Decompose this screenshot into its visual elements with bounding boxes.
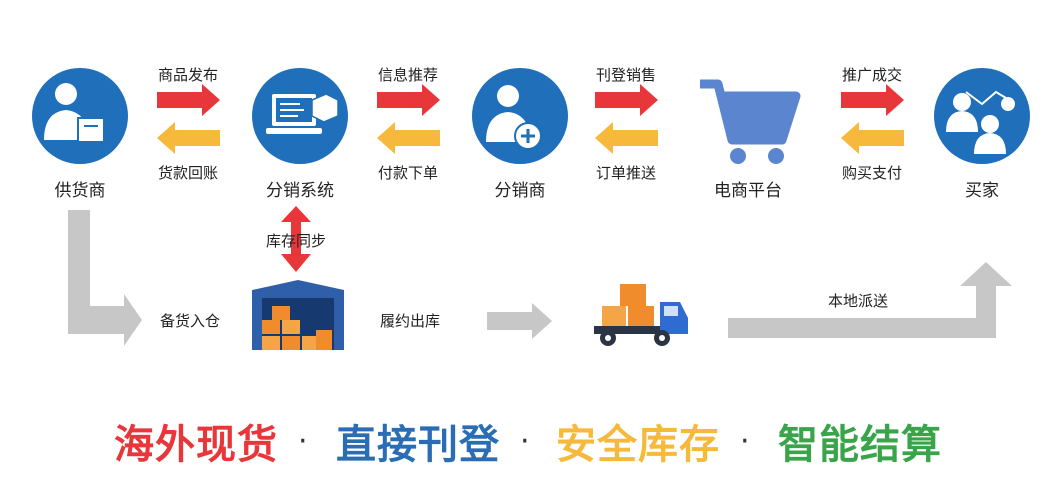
edge-pay-order-label: 付款下单 — [377, 164, 438, 182]
local-delivery-arrow — [728, 262, 1012, 338]
distribution-system-icon — [252, 68, 348, 164]
edge-promote-deal-label: 推广成交 — [841, 66, 902, 84]
edge-order-push-label: 订单推送 — [595, 164, 656, 182]
slogan-separator-3: · — [740, 424, 750, 459]
edge-inventory-sync-label: 库存同步 — [265, 232, 326, 250]
red-arrow-2 — [377, 84, 440, 116]
slogan-smart-settlement: 智能结算 — [778, 422, 942, 468]
edge-info-push-label: 信息推荐 — [377, 66, 438, 84]
edge-product-release-label: 商品发布 — [157, 66, 218, 84]
supplier-icon — [32, 68, 128, 164]
edge-listing-sale-label: 刊登销售 — [595, 66, 656, 84]
stock-in-arrow — [68, 210, 142, 346]
flow-fulfill-out-label: 履约出库 — [380, 312, 441, 330]
yellow-arrow-3 — [595, 122, 658, 154]
slogan-safe-inventory: 安全库存 — [556, 422, 720, 468]
node-distribution-system-label: 分销系统 — [266, 181, 334, 201]
fulfill-out-arrow — [487, 303, 552, 339]
edge-payment-return-label: 货款回账 — [157, 164, 218, 182]
warehouse-icon — [252, 280, 344, 350]
inventory-sync-arrow — [281, 206, 311, 272]
slogan-separator-1: · — [298, 424, 308, 459]
truck-icon — [594, 284, 688, 346]
edge-buy-pay-label: 购买支付 — [841, 164, 902, 182]
node-supplier-label: 供货商 — [54, 181, 106, 201]
yellow-arrow-1 — [157, 122, 220, 154]
node-ecommerce-platform-label: 电商平台 — [714, 181, 782, 201]
red-arrow-3 — [595, 84, 658, 116]
slogan-direct-listing: 直接刊登 — [336, 422, 500, 468]
yellow-arrow-2 — [377, 122, 440, 154]
red-arrow-1 — [157, 84, 220, 116]
node-buyer-label: 买家 — [965, 181, 999, 201]
flow-local-delivery-label: 本地派送 — [828, 292, 889, 310]
node-distributor-label: 分销商 — [494, 181, 546, 201]
flow-stock-in-label: 备货入仓 — [160, 312, 221, 330]
red-arrow-4 — [841, 84, 904, 116]
slogan-overseas-stock: 海外现货 — [114, 422, 278, 468]
buyer-icon — [934, 68, 1030, 164]
distributor-icon — [472, 68, 568, 164]
yellow-arrow-4 — [841, 122, 904, 154]
shopping-cart-icon — [700, 79, 801, 164]
slogan-separator-2: · — [520, 424, 530, 459]
